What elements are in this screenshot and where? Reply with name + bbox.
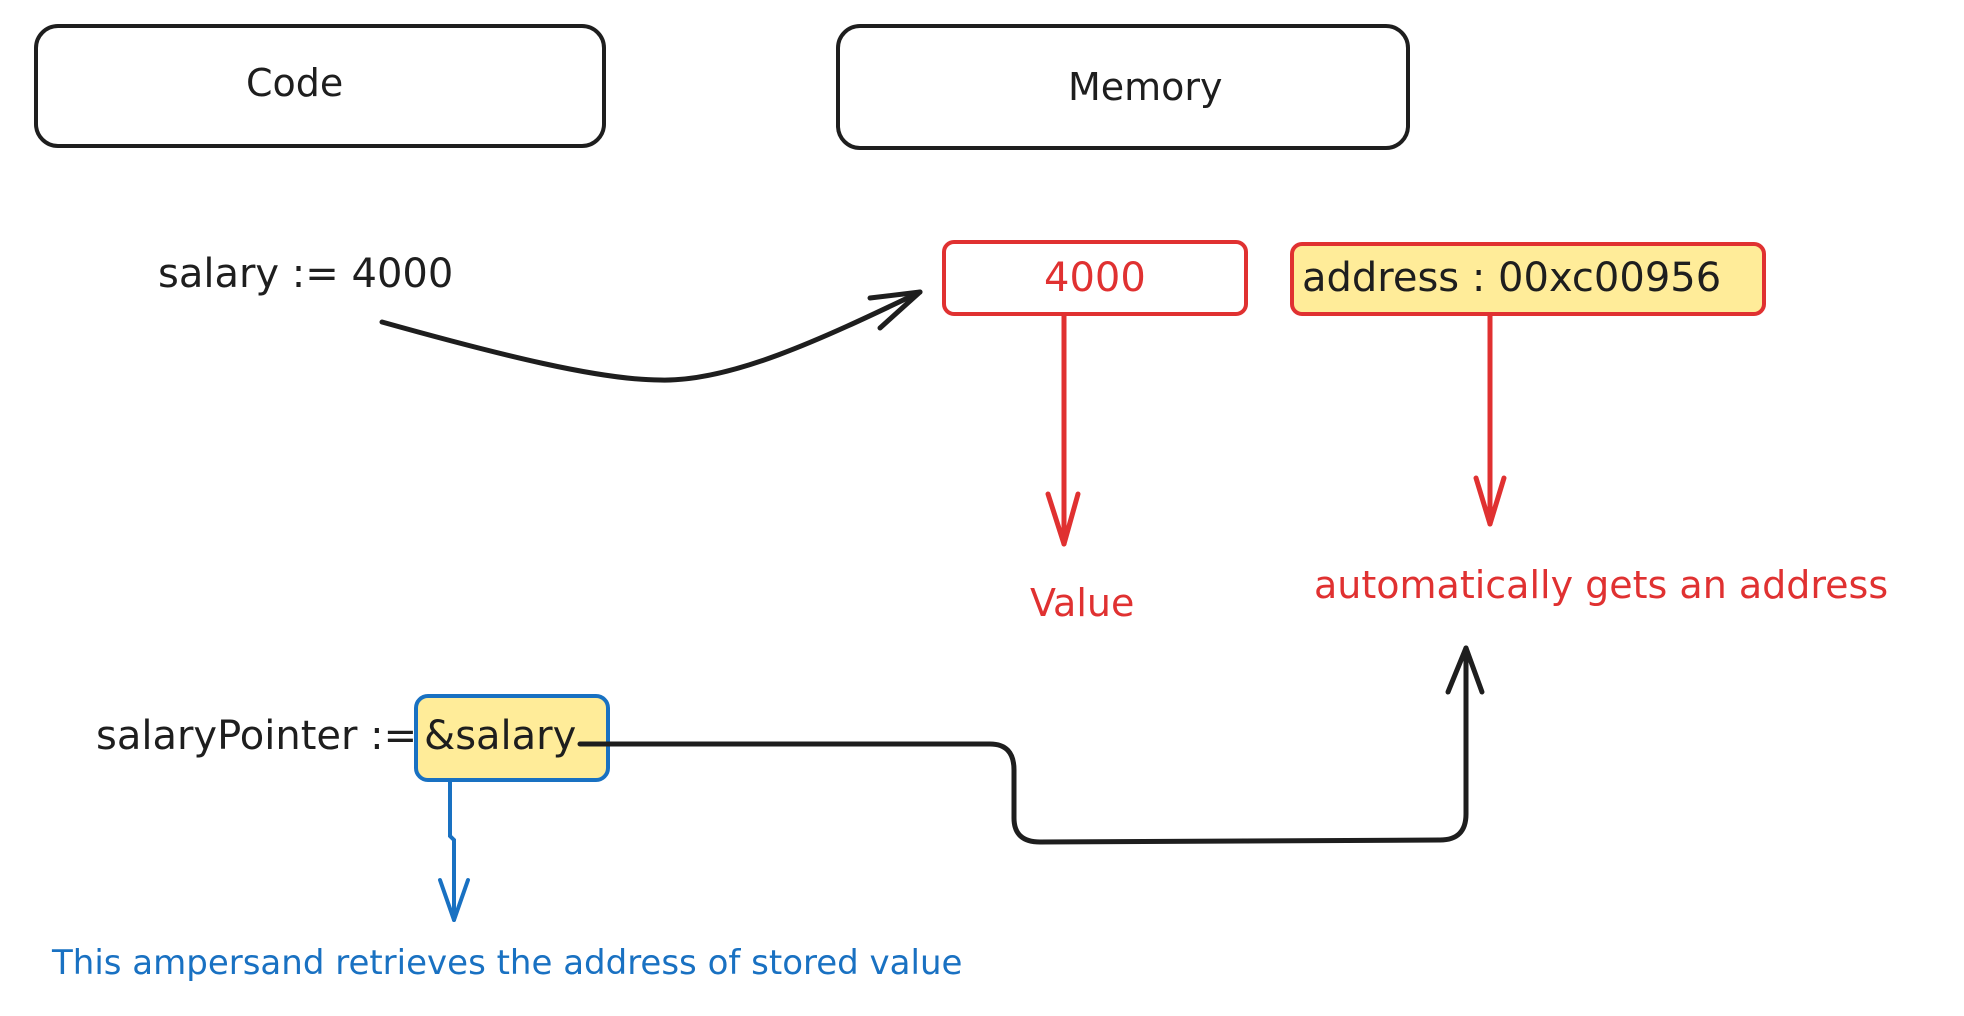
code-header-box [34, 24, 606, 148]
memory-header-box [836, 24, 1410, 150]
ampersand-arrowhead [438, 878, 470, 922]
ampersand-salary: &salary [424, 713, 577, 759]
pointer-arrowhead [1445, 645, 1485, 695]
address-arrowhead [1473, 475, 1507, 527]
assignment-arrowhead [867, 289, 923, 331]
code-header-label: Code [246, 61, 344, 105]
pointer-assignment-prefix: salaryPointer := [96, 713, 418, 759]
salary-assignment: salary := 4000 [158, 251, 454, 297]
address-annotation: automatically gets an address [1314, 563, 1889, 607]
memory-address-box [1290, 242, 1766, 316]
value-annotation: Value [1030, 581, 1135, 625]
ampersand-annotation: This ampersand retrieves the address of … [52, 943, 963, 983]
memory-value-box [942, 240, 1248, 316]
pointer-arrow-line [577, 645, 1469, 845]
memory-header-label: Memory [1068, 65, 1223, 109]
ampersand-arrow-line [448, 780, 456, 922]
ampersand-highlight-box [414, 694, 610, 782]
memory-value: 4000 [1044, 255, 1146, 301]
memory-address: address : 00xc00956 [1302, 255, 1722, 301]
value-arrowhead [1045, 491, 1081, 547]
assignment-arrow [379, 289, 923, 383]
